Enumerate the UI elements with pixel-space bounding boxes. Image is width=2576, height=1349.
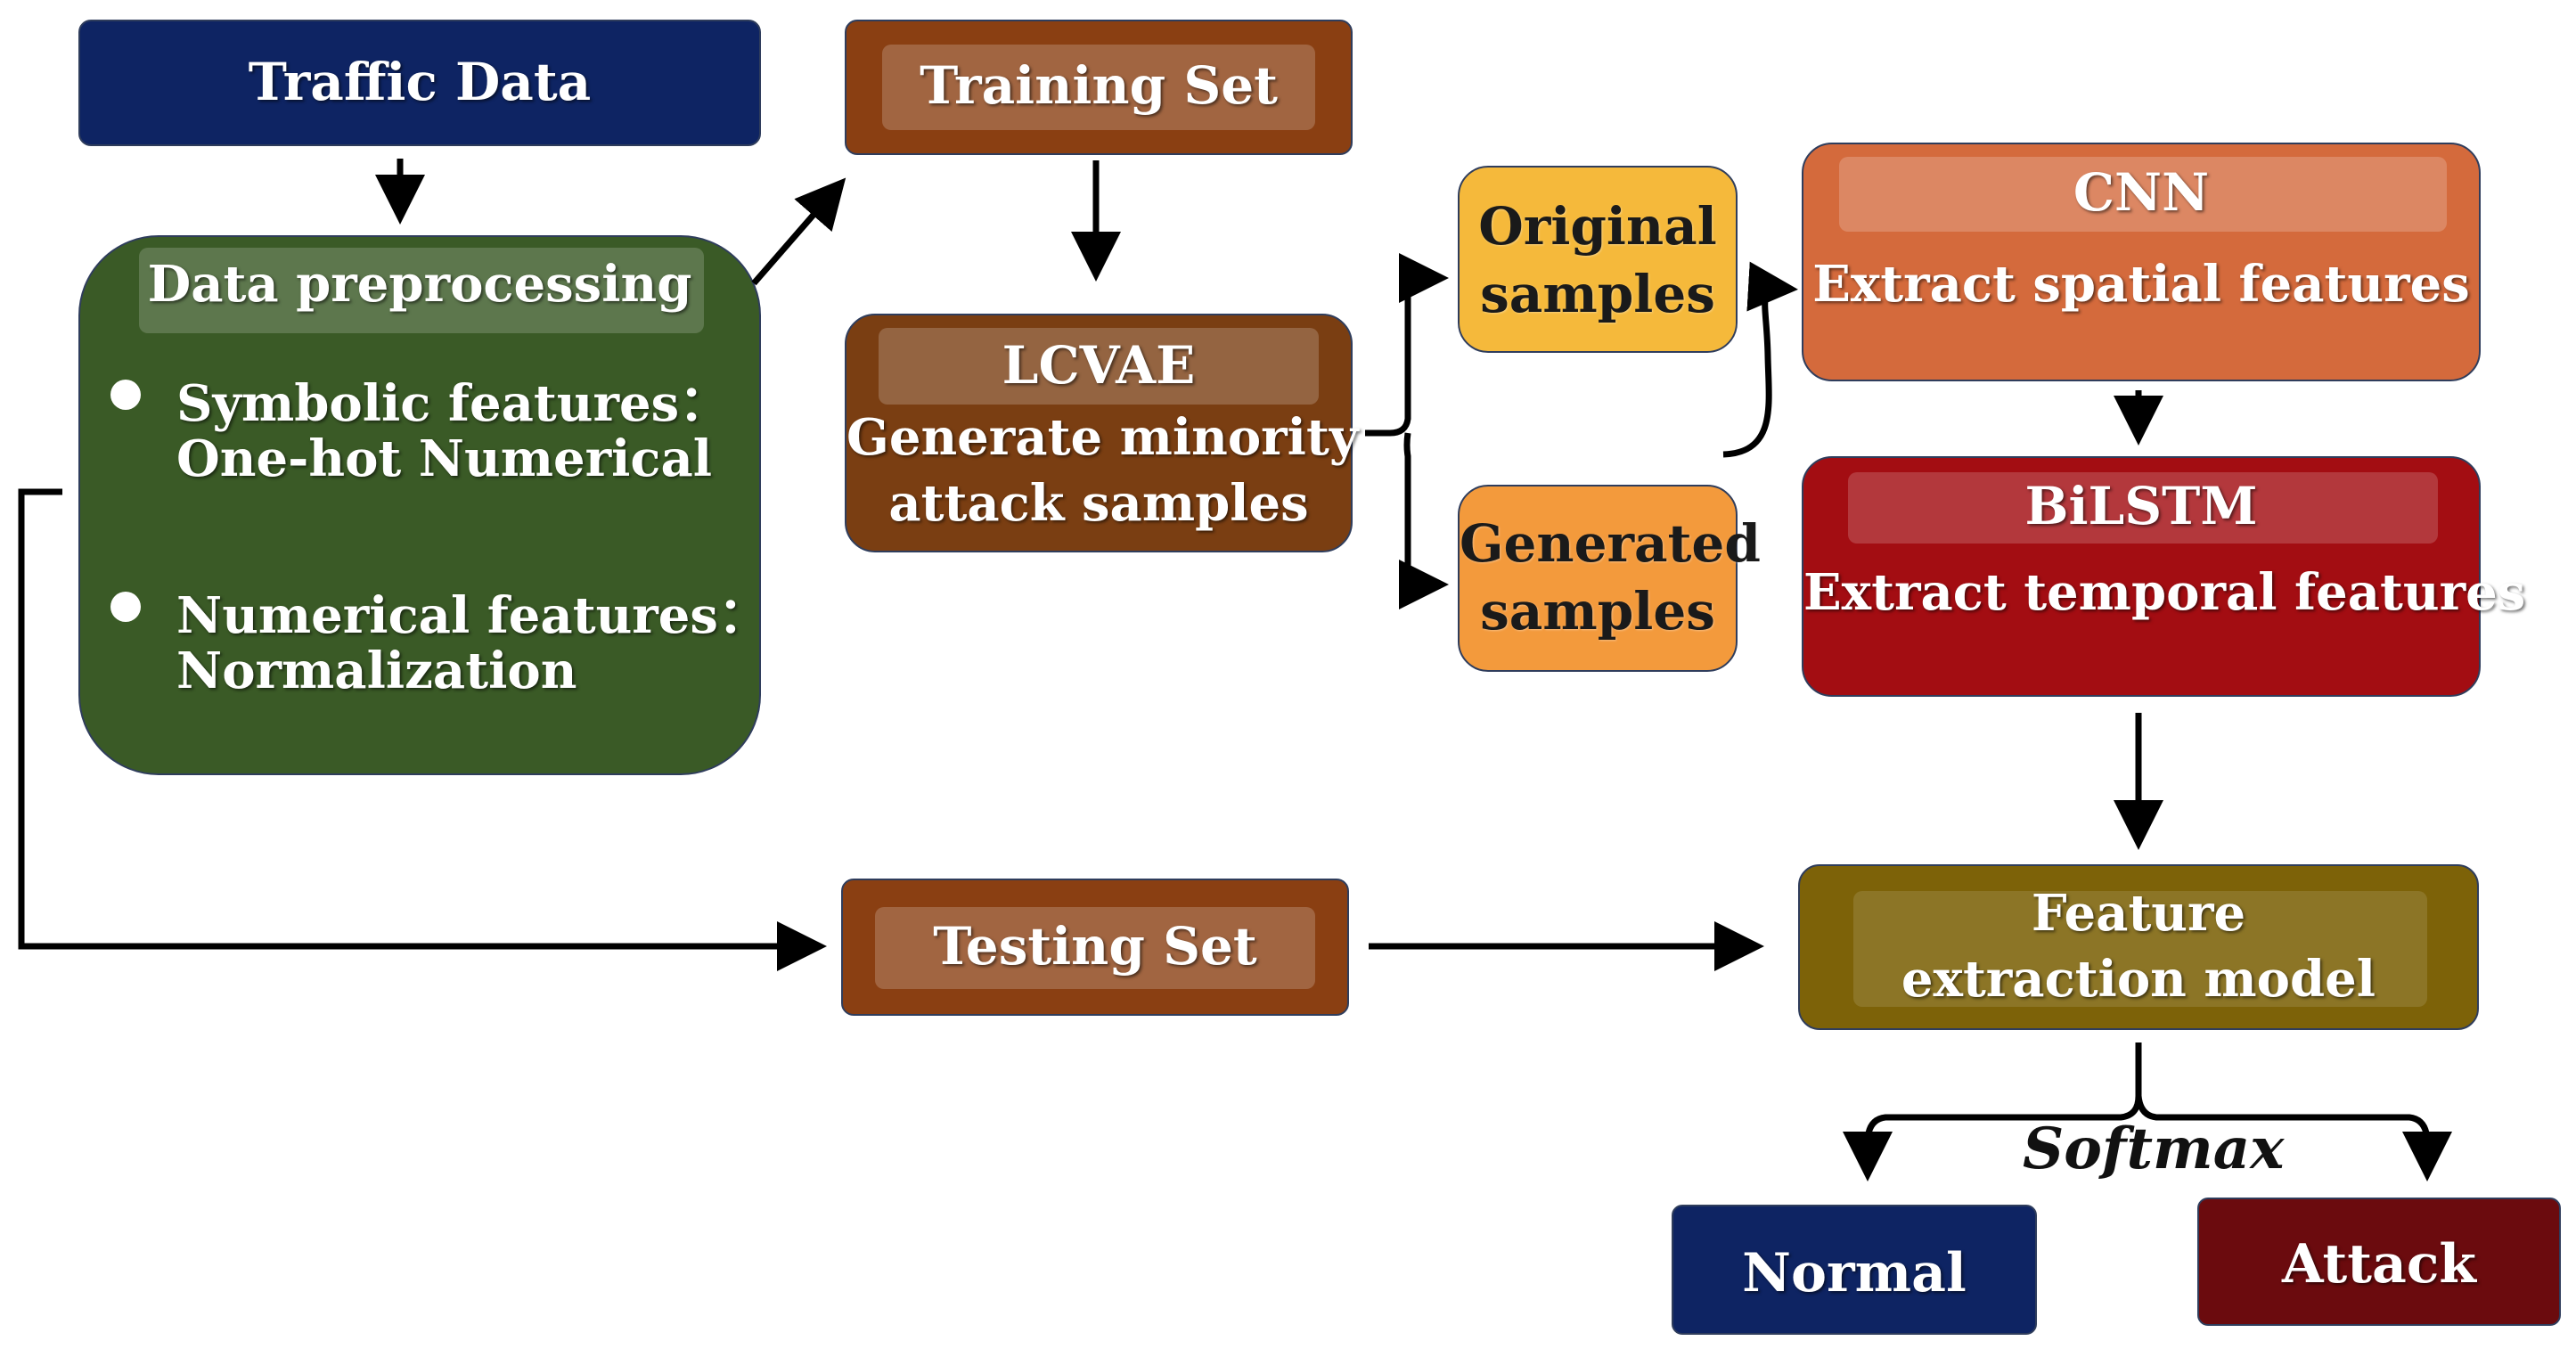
bullet-numerical — [110, 592, 141, 622]
testing-set-node: Testing Set — [841, 879, 1349, 1016]
training-set-label: Training Set — [920, 55, 1278, 116]
feature-model-highlight — [1853, 891, 2427, 1007]
traffic-data-label: Traffic Data — [248, 52, 592, 112]
lcvae-node: LCVAE Generate minority attack samples — [845, 314, 1359, 552]
generated-samples-node: Generated samples — [1458, 485, 1761, 672]
symbolic-features-line2: One-hot Numerical — [176, 429, 713, 488]
original-samples-line1: Original — [1478, 196, 1717, 257]
feature-extraction-model-node: Feature extraction model — [1798, 864, 2479, 1030]
cnn-highlight — [1839, 157, 2447, 232]
lcvae-line1: Generate minority — [846, 408, 1359, 467]
testing-set-label: Testing Set — [933, 916, 1257, 977]
attack-label: Attack — [2282, 1233, 2476, 1296]
arrow-preprocessing-to-training — [751, 177, 846, 286]
preprocessing-title-highlight — [139, 248, 704, 333]
arrow-preprocessing-to-testing — [18, 488, 827, 971]
original-samples-line2: samples — [1480, 264, 1715, 324]
softmax-label: Softmax — [2023, 1116, 2285, 1182]
bilstm-subtitle: Extract temporal features — [1803, 563, 2526, 622]
symbolic-features-line1: Symbolic features： — [176, 374, 730, 433]
bilstm-node: BiLSTM Extract temporal features — [1802, 456, 2526, 697]
feature-model-line1: Feature — [2031, 884, 2246, 943]
brace-softmax — [1864, 1042, 2431, 1140]
curve-generated-to-cnn — [1722, 261, 1798, 458]
lcvae-title: LCVAE — [1002, 335, 1196, 396]
training-set-node: Training Set — [845, 20, 1353, 155]
cnn-subtitle: Extract spatial features — [1812, 255, 2470, 314]
bilstm-highlight — [1848, 472, 2438, 544]
brace-lcvae-to-samples — [1365, 274, 1429, 588]
normal-label: Normal — [1742, 1242, 1967, 1304]
feature-model-line2: extraction model — [1901, 950, 2376, 1009]
attack-node: Attack — [2197, 1198, 2561, 1326]
preprocessing-title: Data preprocessing — [147, 255, 692, 314]
bilstm-title: BiLSTM — [2024, 476, 2258, 536]
generated-samples-line2: samples — [1480, 581, 1715, 642]
original-samples-node: Original samples — [1458, 166, 1738, 353]
normal-node: Normal — [1672, 1205, 2037, 1335]
lcvae-line2: attack samples — [888, 474, 1309, 533]
bullet-symbolic — [110, 380, 141, 410]
testing-set-highlight — [875, 907, 1315, 989]
numerical-features-line2: Normalization — [176, 642, 577, 700]
cnn-node: CNN Extract spatial features — [1802, 143, 2481, 381]
generated-samples-line1: Generated — [1460, 513, 1761, 574]
numerical-features-line1: Numerical features： — [176, 586, 768, 645]
cnn-title: CNN — [2073, 162, 2210, 223]
lcvae-title-highlight — [879, 328, 1319, 405]
preprocessing-node: Data preprocessing Symbolic features： On… — [78, 235, 768, 775]
traffic-data-node: Traffic Data — [78, 20, 761, 146]
training-set-highlight — [882, 45, 1315, 130]
